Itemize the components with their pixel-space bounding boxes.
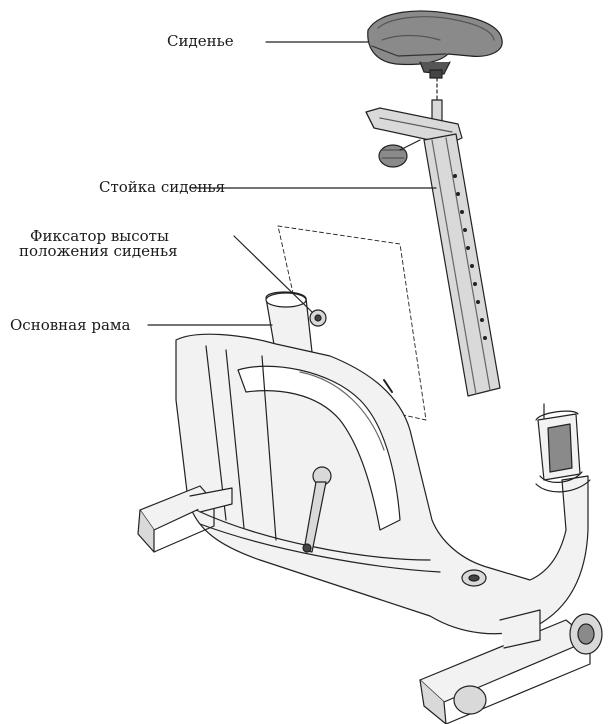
seat-part bbox=[367, 10, 503, 79]
height-lock-label-line1: Фиксатор высоты bbox=[30, 227, 169, 245]
main-frame-label: Основная рама bbox=[10, 316, 131, 334]
seat-label: Сиденье bbox=[167, 32, 234, 50]
seat-post-part bbox=[365, 99, 501, 397]
seat-post-label: Стойка сиденья bbox=[99, 178, 226, 196]
rear-stabilizer-part bbox=[419, 609, 603, 724]
front-stabilizer-part bbox=[137, 485, 233, 553]
main-frame-part bbox=[175, 291, 591, 635]
height-lock-leader-line bbox=[233, 235, 313, 313]
height-lock-label-line2: положения сиденья bbox=[19, 242, 178, 260]
